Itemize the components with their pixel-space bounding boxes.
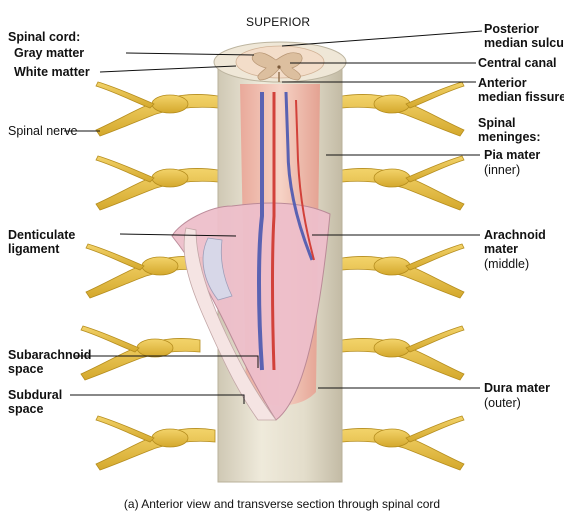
figure-caption: (a) Anterior view and transverse section…	[123, 497, 441, 511]
anterior-fissure-label-line2: median fissure	[478, 90, 564, 104]
spinal-nerves-left	[80, 81, 219, 471]
spinal-nerve-right-1	[341, 81, 465, 137]
denticulate-label-line1: Denticulate	[8, 228, 76, 242]
posterior-sulcus-label-line2: median sulcus	[484, 36, 564, 50]
arachnoid-sublabel: (middle)	[484, 257, 530, 271]
spinal-nerve-left-3	[85, 243, 206, 299]
posterior-sulcus-label-line1: Posterior	[484, 22, 539, 36]
anterior-fissure-label-line1: Anterior	[478, 76, 527, 90]
white-matter-label: White matter	[14, 65, 90, 79]
subarachnoid-label-line1: Subarachnoid	[8, 348, 92, 362]
central-canal-label: Central canal	[478, 56, 557, 70]
meninges-heading-line2: meninges:	[478, 130, 541, 144]
gray-matter-label: Gray matter	[14, 46, 85, 60]
spinal-nerve-right-3	[341, 243, 465, 299]
vein-branch	[284, 91, 314, 261]
denticulate-ligament-shape	[202, 237, 233, 301]
spinal-nerves-right	[341, 81, 465, 471]
spinal-nerve-left-1	[95, 81, 219, 137]
anterior-spinal-vein	[257, 92, 264, 371]
spinal-nerve-right-4	[341, 325, 465, 381]
orientation-label: SUPERIOR	[246, 15, 311, 29]
subdural-label-line1: Subdural	[8, 388, 63, 402]
spinal-cord-heading: Spinal cord:	[8, 30, 81, 44]
arachnoid-label-line1: Arachnoid	[484, 228, 546, 242]
dura-flap-fold	[183, 227, 277, 421]
denticulate-label-line2: ligament	[8, 242, 60, 256]
subdural-label-line2: space	[8, 402, 44, 416]
spinal-nerve-left-2	[95, 155, 219, 211]
spinal-nerve-left-5	[95, 415, 216, 471]
arachnoid-label-line2: mater	[484, 242, 519, 256]
anterior-spinal-artery	[271, 92, 276, 371]
spinal-nerve-right-5	[341, 415, 465, 471]
artery-branch	[295, 99, 315, 261]
spinal-nerve-label: Spinal nerve	[8, 124, 78, 138]
subarachnoid-label-line2: space	[8, 362, 44, 376]
dura-mater-sublabel: (outer)	[484, 396, 521, 410]
dura-mater-label: Dura mater	[484, 381, 550, 395]
central-canal-dot	[277, 65, 281, 69]
cross-section-gray-matter	[251, 52, 303, 81]
leader-lines	[64, 30, 483, 404]
meninges-heading-line1: Spinal	[478, 116, 516, 130]
spinal-nerve-left-4	[80, 325, 201, 381]
pia-mater-sublabel: (inner)	[484, 163, 521, 177]
spinal-nerve-right-2	[341, 155, 465, 211]
pia-mater-label: Pia mater	[484, 148, 541, 162]
